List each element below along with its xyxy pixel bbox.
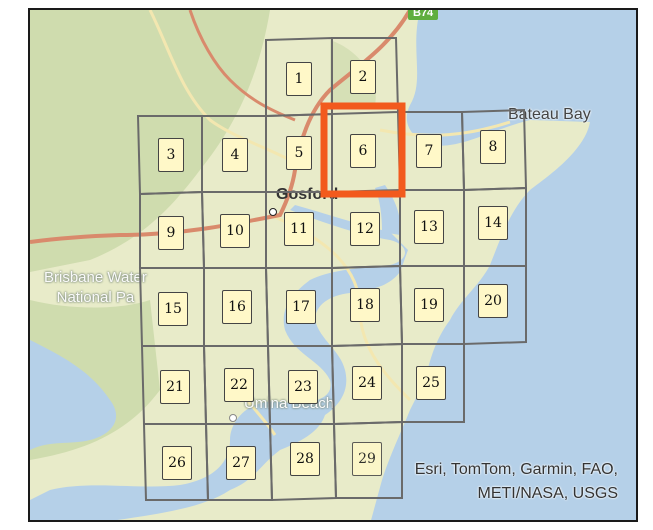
tile-label-18[interactable]: 18	[350, 288, 380, 322]
grid-cell	[463, 265, 527, 346]
tile-label-20[interactable]: 20	[478, 284, 508, 318]
tile-label-12[interactable]: 12	[350, 212, 380, 246]
tile-label-5[interactable]: 5	[286, 136, 312, 170]
tile-label-8[interactable]: 8	[480, 130, 506, 164]
town-marker-gosford	[269, 208, 277, 216]
attribution-line: Esri, TomTom, Garmin, FAO,	[414, 461, 618, 478]
tile-label-28[interactable]: 28	[290, 442, 320, 476]
road-major	[30, 10, 412, 244]
road-major	[188, 10, 296, 122]
place-label-line: Brisbane Water	[44, 269, 147, 286]
grid-cell	[332, 420, 403, 499]
tile-label-29[interactable]: 29	[352, 442, 382, 476]
tile-label-3[interactable]: 3	[158, 138, 184, 172]
grid-lines	[136, 36, 528, 502]
tile-label-16[interactable]: 16	[222, 290, 252, 324]
place-label-brisbane-water: Brisbane Water National Pa	[44, 268, 147, 308]
tile-label-13[interactable]: 13	[414, 210, 444, 244]
tile-label-17[interactable]: 17	[286, 290, 316, 324]
grid-cell	[401, 343, 465, 423]
tile-label-6[interactable]: 6	[350, 134, 376, 168]
map-attribution: Esri, TomTom, Garmin, FAO, METI/NASA, US…	[415, 458, 618, 506]
road-minor	[379, 120, 511, 137]
road-shield: B74	[408, 10, 439, 20]
tile-label-4[interactable]: 4	[222, 138, 248, 172]
tile-label-1[interactable]: 1	[286, 62, 312, 96]
road-minor	[148, 10, 291, 162]
tile-label-27[interactable]: 27	[226, 446, 256, 480]
tile-label-7[interactable]: 7	[416, 134, 442, 168]
tile-label-25[interactable]: 25	[416, 366, 446, 400]
tile-label-15[interactable]: 15	[158, 292, 188, 326]
tile-label-23[interactable]: 23	[288, 370, 318, 404]
place-label-line: National Pa	[56, 289, 135, 306]
highlighted-tile-border	[320, 102, 406, 198]
tile-label-2[interactable]: 2	[350, 60, 376, 94]
place-label-bateau-bay: Bateau Bay	[508, 106, 591, 123]
tile-grid	[136, 36, 528, 502]
town-marker-umina	[229, 414, 237, 422]
tile-label-24[interactable]: 24	[352, 366, 382, 400]
tile-label-10[interactable]: 10	[220, 214, 250, 248]
tile-label-14[interactable]: 14	[478, 206, 508, 240]
tile-label-9[interactable]: 9	[158, 216, 184, 250]
water-inlet	[30, 340, 117, 450]
tile-label-21[interactable]: 21	[160, 370, 190, 404]
tile-label-26[interactable]: 26	[162, 446, 192, 480]
tile-label-22[interactable]: 22	[224, 368, 254, 402]
attribution-line: METI/NASA, USGS	[477, 485, 618, 502]
map-view[interactable]: B74 Bateau Bay Gosford Brisbane Water Na…	[28, 8, 638, 522]
water-inlet	[30, 205, 408, 520]
tile-label-11[interactable]: 11	[284, 212, 314, 246]
forest-area	[30, 10, 270, 272]
tile-label-19[interactable]: 19	[414, 288, 444, 322]
